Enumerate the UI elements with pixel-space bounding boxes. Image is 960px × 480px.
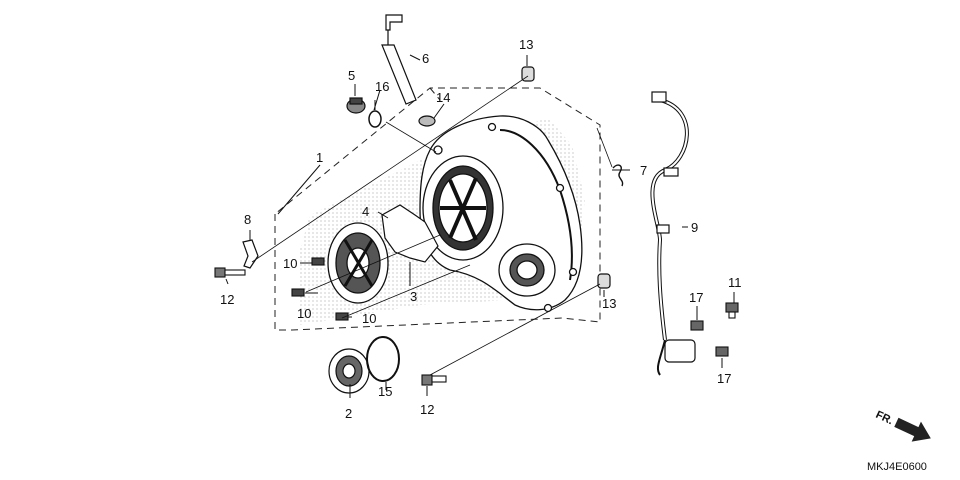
o-ring-16 bbox=[368, 110, 382, 128]
callout-13-a: 13 bbox=[519, 37, 533, 52]
cover-plate bbox=[327, 222, 389, 304]
callout-14: 14 bbox=[436, 90, 450, 105]
callout-8: 8 bbox=[244, 212, 251, 227]
callout-17-b: 17 bbox=[717, 371, 731, 386]
callout-15: 15 bbox=[378, 384, 392, 399]
sensor-harness bbox=[650, 91, 689, 376]
direction-label: FR. bbox=[874, 409, 895, 427]
callout-4: 4 bbox=[362, 204, 369, 219]
callout-10-a: 10 bbox=[283, 256, 297, 271]
callout-10-c: 10 bbox=[362, 311, 376, 326]
callout-12-a: 12 bbox=[220, 292, 234, 307]
callout-1: 1 bbox=[316, 150, 323, 165]
callout-2: 2 bbox=[345, 406, 352, 421]
o-ring-15 bbox=[366, 336, 400, 382]
seal-14 bbox=[418, 115, 436, 127]
bolt-10-b bbox=[291, 288, 305, 297]
dipstick bbox=[381, 14, 417, 105]
screw-17-top bbox=[690, 320, 704, 331]
callout-5: 5 bbox=[348, 68, 355, 83]
oil-filler-cap bbox=[346, 97, 366, 114]
leader-lines bbox=[225, 54, 735, 398]
callout-9: 9 bbox=[691, 220, 698, 235]
callout-17-a: 17 bbox=[689, 290, 703, 305]
dowel-pin-top bbox=[521, 66, 535, 82]
callout-labels: 1 2 3 4 5 6 7 8 9 10 10 10 11 12 12 13 1… bbox=[220, 37, 742, 421]
clip-7 bbox=[612, 164, 624, 187]
callout-11: 11 bbox=[728, 275, 742, 290]
callout-7: 7 bbox=[640, 163, 647, 178]
callout-3: 3 bbox=[410, 289, 417, 304]
screw-11 bbox=[725, 302, 739, 319]
drawing-code: MKJ4E0600 bbox=[867, 461, 927, 473]
assembly-boundary bbox=[274, 87, 601, 331]
callout-6: 6 bbox=[422, 51, 429, 66]
bolt-12-left bbox=[214, 267, 246, 278]
screw-17-bottom bbox=[715, 346, 729, 357]
gasket bbox=[381, 204, 439, 263]
bolt-10-a bbox=[311, 257, 325, 266]
callout-10-b: 10 bbox=[297, 306, 311, 321]
forward-arrow-icon bbox=[894, 417, 931, 442]
bolt-12-bottom bbox=[421, 374, 447, 386]
dowel-pin-right bbox=[597, 273, 611, 289]
callout-12-b: 12 bbox=[420, 402, 434, 417]
sensor-body bbox=[664, 339, 696, 363]
cap-2 bbox=[328, 348, 370, 394]
callout-13-b: 13 bbox=[602, 296, 616, 311]
callout-16: 16 bbox=[375, 79, 389, 94]
bracket-8 bbox=[242, 239, 259, 269]
